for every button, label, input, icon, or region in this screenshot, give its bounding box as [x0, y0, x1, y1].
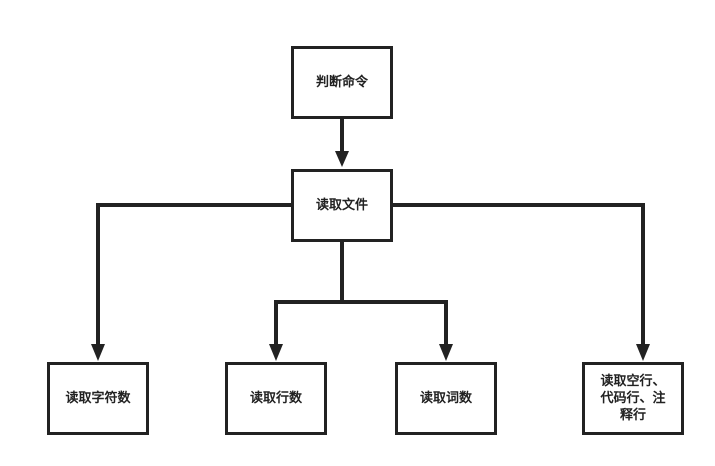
edge-read-file-trunk — [274, 241, 448, 304]
node-judge-command-label: 判断命令 — [315, 75, 368, 90]
node-read-special-lines-label: 读取空行、 代码行、注 释行 — [600, 374, 666, 423]
edge-read-file-to-read-chars — [91, 203, 292, 361]
node-read-file-label: 读取文件 — [315, 198, 368, 213]
node-read-chars: 读取字符数 — [47, 362, 149, 435]
edge-read-file-to-read-lines — [269, 302, 283, 361]
node-judge-command: 判断命令 — [291, 46, 393, 119]
node-read-chars-label: 读取字符数 — [65, 391, 131, 406]
edge-judge-to-read-file — [335, 118, 349, 167]
edge-read-file-to-read-words — [439, 302, 453, 361]
edge-read-file-to-read-special — [392, 203, 650, 361]
node-read-file: 读取文件 — [291, 169, 393, 242]
node-read-words-label: 读取词数 — [419, 391, 472, 406]
node-read-lines: 读取行数 — [225, 362, 327, 435]
node-read-special-lines: 读取空行、 代码行、注 释行 — [582, 362, 684, 435]
node-read-lines-label: 读取行数 — [249, 391, 302, 406]
node-read-words: 读取词数 — [395, 362, 497, 435]
